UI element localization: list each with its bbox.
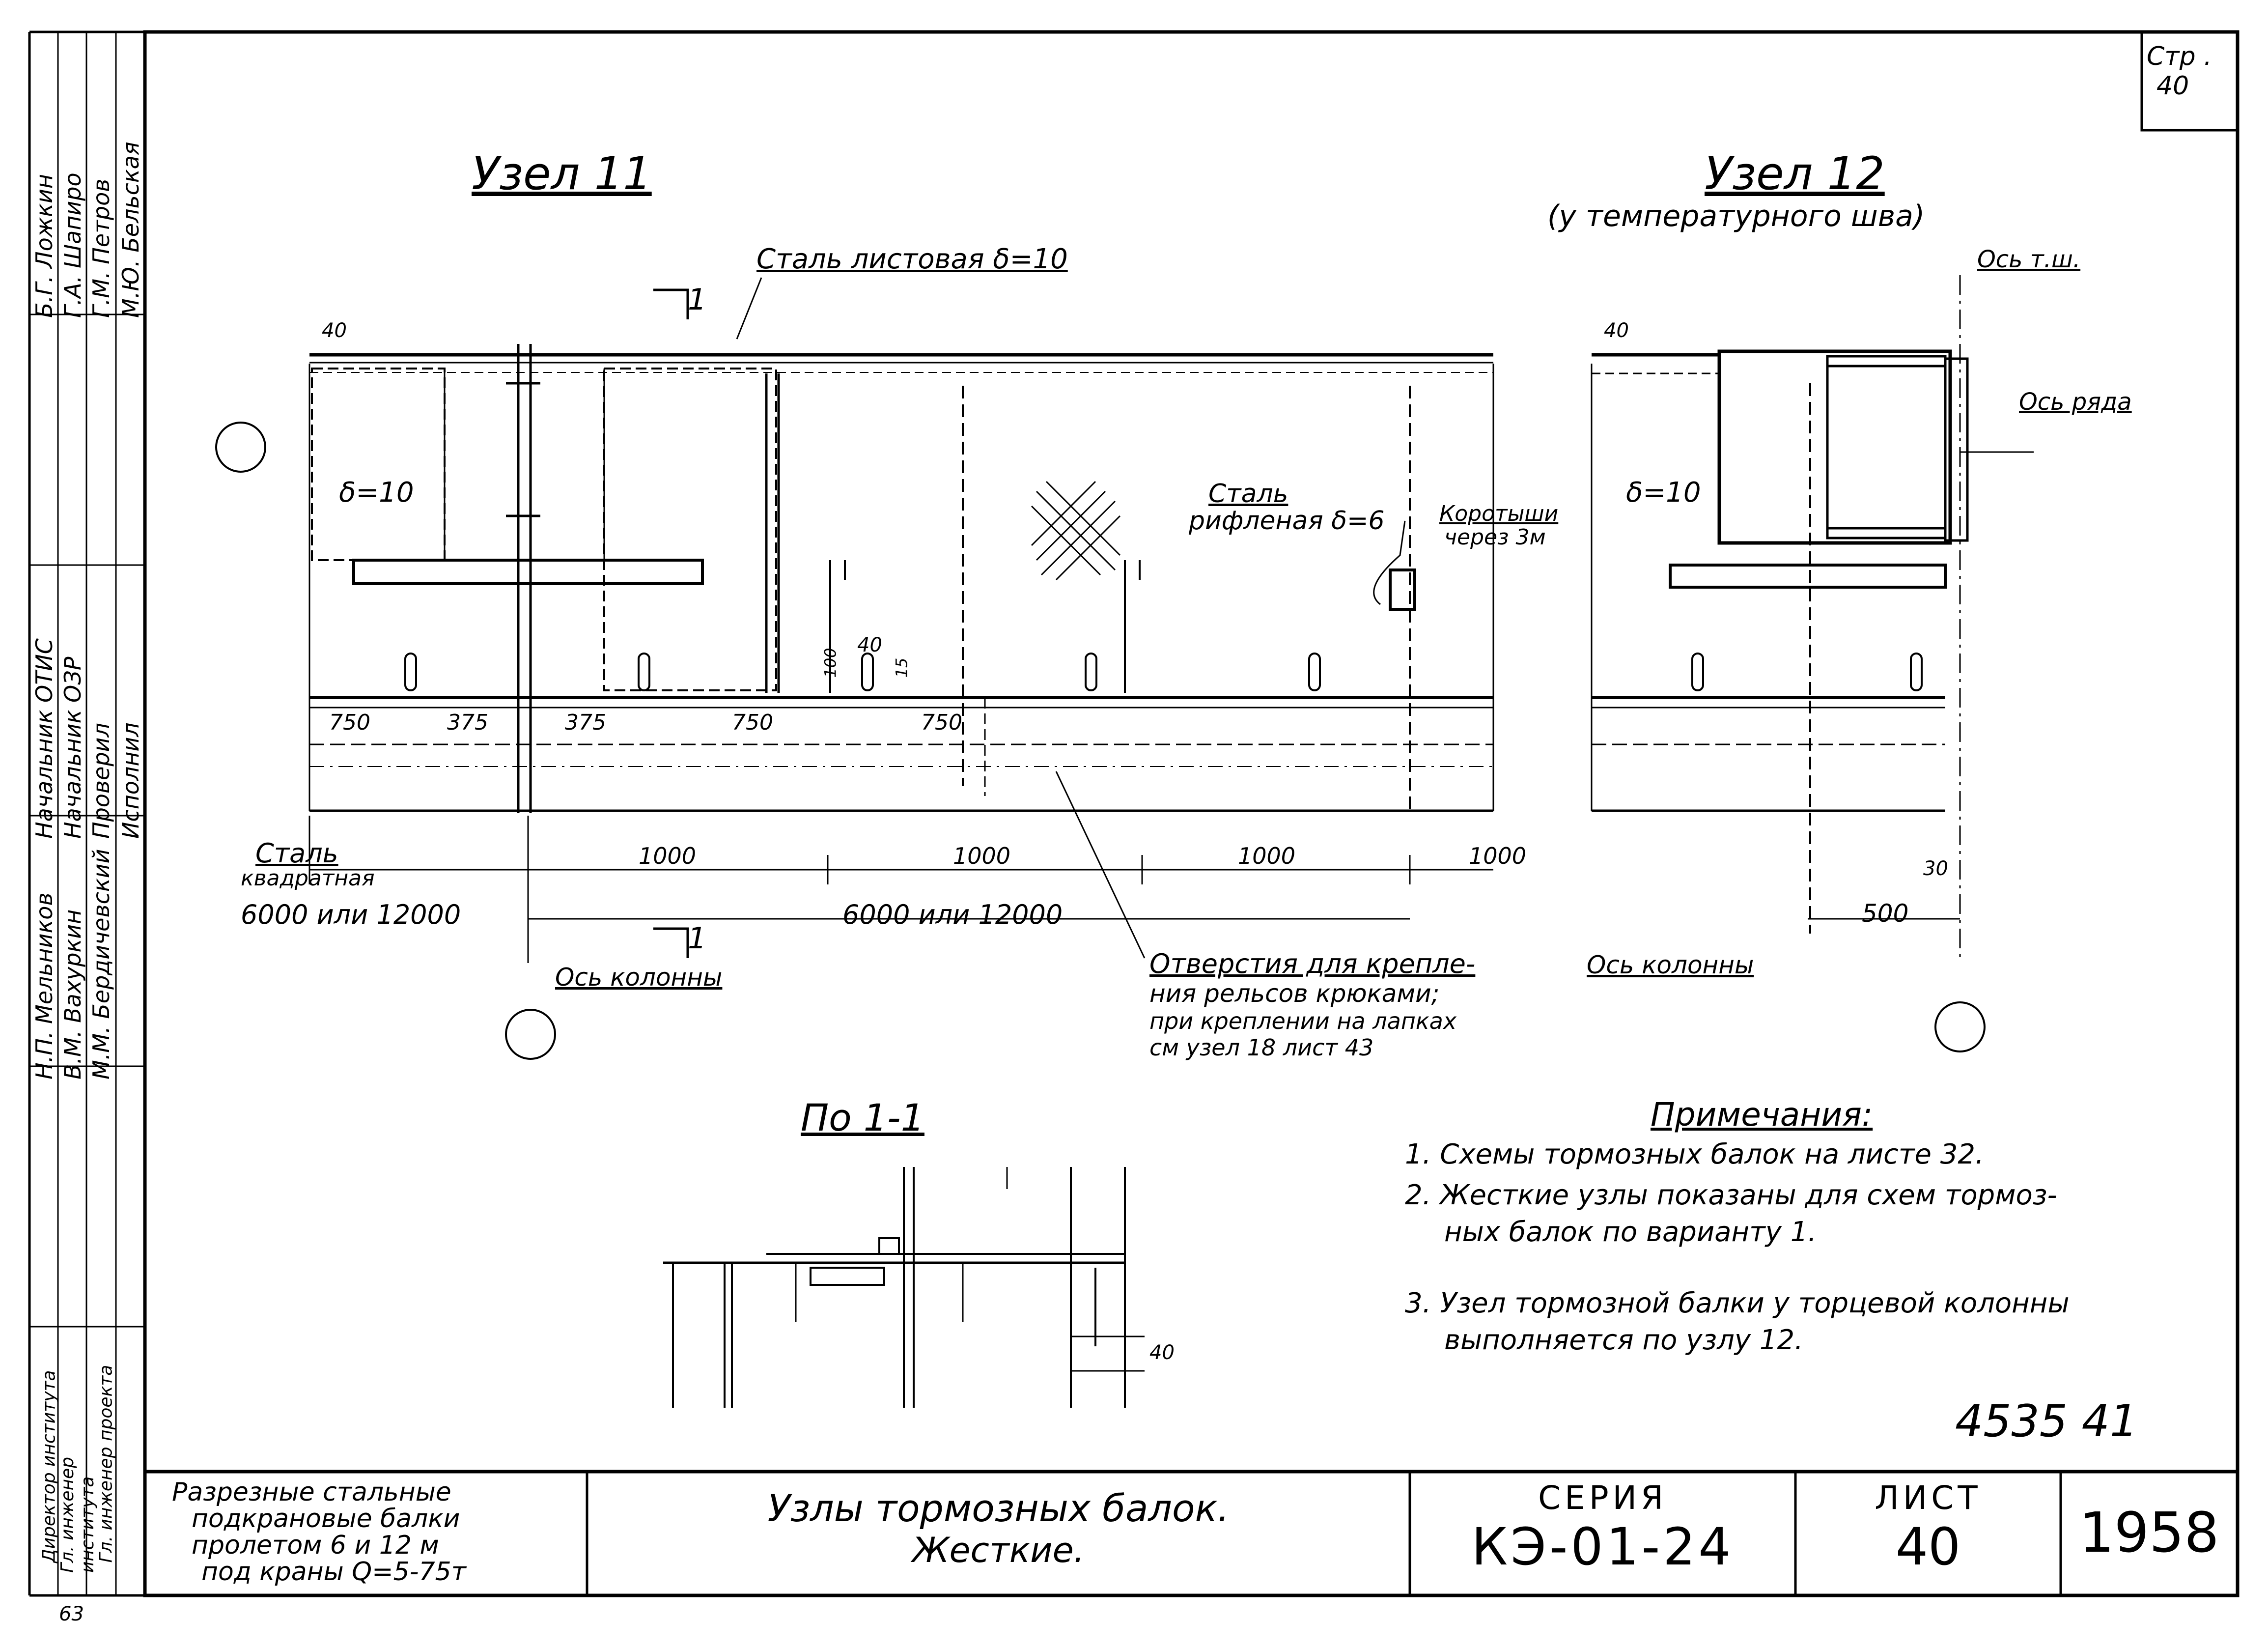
page-number-box: Стр . 40 (2147, 42, 2235, 101)
note-1: 1. Схемы тормозных балок на листе 32. (1405, 1138, 1984, 1170)
node-12-dim-500: 500 (1862, 899, 1909, 928)
dim-1000-d: 1000 (1469, 843, 1527, 869)
node-12-column-axis-label: Ось колонны (1587, 951, 1754, 979)
dim-40-mid: 40 (857, 634, 882, 656)
node-12-drawing (1591, 275, 2034, 1052)
title-left-line-2: подкрановые балки (192, 1504, 460, 1534)
title-center-line-1: Узлы тормозных балок. (767, 1486, 1230, 1530)
dim-750-a: 750 (329, 710, 370, 735)
steel-square-label-1: Сталь (255, 838, 338, 869)
stubs-label-2: через 3м (1444, 525, 1546, 550)
series-value: КЭ-01-24 (1471, 1517, 1734, 1577)
stamp-role-2: Начальник ОЗР (59, 656, 86, 839)
stamp-director-name-1: Н.П. Мельников (31, 892, 57, 1080)
notes-block: Примечания: 1. Схемы тормозных балок на … (1405, 1096, 2211, 1356)
steel-checkered-label-1: Сталь (1208, 479, 1288, 509)
dim-375-a: 375 (447, 710, 488, 735)
node-12-dim-40: 40 (1604, 319, 1629, 342)
dim-1000-a: 1000 (639, 843, 697, 869)
dim-1000-c: 1000 (1238, 843, 1296, 869)
stamp-director-role-3: Гл. инженер проекта (96, 1364, 116, 1563)
title-block-sheet: ЛИСТ 40 (1795, 1479, 2061, 1577)
stamp-name-2: Г.А. Шапиро (59, 172, 86, 318)
node-12-subtitle: (у температурного шва) (1547, 199, 1925, 233)
dim-1000-b: 1000 (953, 843, 1011, 869)
note-3b: выполняется по узлу 12. (1444, 1324, 1803, 1356)
holes-note-line-3: при креплении на лапках (1149, 1008, 1457, 1034)
axis-row-label: Ось ряда (2019, 388, 2132, 416)
dim-375-b: 375 (565, 710, 606, 735)
node-11-column-axis-label: Ось колонны (555, 963, 723, 992)
section-mark-top: 1 (688, 283, 707, 317)
archive-number: 4535 41 (1955, 1395, 2138, 1447)
node-11-title: Узел 11 (472, 147, 652, 200)
stamp-role-1: Начальник ОТИС (31, 638, 57, 839)
section-1-1-drawing (663, 1167, 1145, 1408)
dim-750-b: 750 (732, 710, 773, 735)
title-left-line-3: пролетом 6 и 12 м (192, 1531, 439, 1560)
stamp-director-name-3: М.М. Бердичевский (88, 849, 114, 1080)
holes-note-line-1: Отверстия для крепле- (1149, 948, 1476, 979)
stamp-role-3: Проверил (88, 723, 114, 839)
sheet-label: ЛИСТ (1875, 1479, 1982, 1517)
steel-checkered-label-2: рифленая δ=6 (1189, 506, 1385, 536)
sheet-value: 40 (1895, 1517, 1961, 1577)
note-3a: 3. Узел тормозной балки у торцевой колон… (1405, 1287, 2070, 1319)
stubs-label-1: Коротыши (1439, 501, 1559, 526)
span-right-label: 6000 или 12000 (842, 899, 1063, 930)
note-2b: ных балок по варианту 1. (1444, 1216, 1817, 1248)
stamp-name-1: Б.Г. Ложкин (31, 174, 57, 318)
stamp-director-role-2: Гл. инженер института (57, 1456, 98, 1573)
axis-ts-label: Ось т.ш. (1977, 246, 2081, 273)
title-left-line-4: под краны Q=5-75т (201, 1557, 466, 1587)
notes-title: Примечания: (1651, 1096, 1873, 1134)
stamp-director-role-1: Директор института (39, 1370, 59, 1563)
span-left-label: 6000 или 12000 (241, 899, 461, 930)
stamp-role-4: Исполнил (117, 722, 144, 839)
holes-note-line-4: см узел 18 лист 43 (1149, 1034, 1374, 1061)
holes-note-line-2: ния рельсов крюками; (1149, 979, 1440, 1008)
steel-square-label-2: квадратная (241, 866, 375, 891)
section-mark-bottom: 1 (688, 921, 707, 956)
dim-40-top: 40 (322, 319, 347, 342)
title-block-year: 1958 (2079, 1501, 2219, 1565)
node-12-dim-30: 30 (1923, 857, 1948, 880)
dim-100: 100 (821, 648, 840, 678)
title-left-line-1: Разрезные стальные (172, 1478, 451, 1507)
stamp-name-4: М.Ю. Бельская (117, 142, 144, 318)
corner-mark: 63 (59, 1603, 84, 1625)
title-block-series: СЕРИЯ КЭ-01-24 (1410, 1479, 1795, 1577)
dim-15: 15 (892, 657, 911, 678)
title-block-left: Разрезные стальные подкрановые балки про… (172, 1479, 580, 1585)
node-11-steel-sheet-label: Сталь листовая δ=10 (756, 243, 1068, 275)
dim-750-c: 750 (921, 710, 962, 735)
node-12-delta-label: δ=10 (1626, 477, 1701, 509)
stamp-director-name-2: В.М. Вахуркин (59, 909, 86, 1080)
node-11-drawing (215, 277, 1494, 1060)
section-dim-40: 40 (1149, 1341, 1175, 1364)
note-2a: 2. Жесткие узлы показаны для схем тормоз… (1405, 1179, 2057, 1211)
stamp-name-3: Г.М. Петров (88, 178, 114, 318)
holes-note: Отверстия для крепле- ния рельсов крюкам… (1149, 948, 1475, 1061)
node-12-title: Узел 12 (1705, 147, 1885, 200)
sheet-frame (28, 30, 2240, 1597)
page-label-number: 40 (2156, 71, 2189, 101)
page-label-prefix: Стр . (2147, 42, 2212, 71)
node-11-delta-label: δ=10 (339, 477, 414, 509)
title-block-center: Узлы тормозных балок. Жесткие. (587, 1486, 1410, 1570)
section-title: По 1-1 (801, 1096, 924, 1139)
series-label: СЕРИЯ (1538, 1479, 1667, 1517)
title-center-line-2: Жесткие. (912, 1530, 1085, 1570)
